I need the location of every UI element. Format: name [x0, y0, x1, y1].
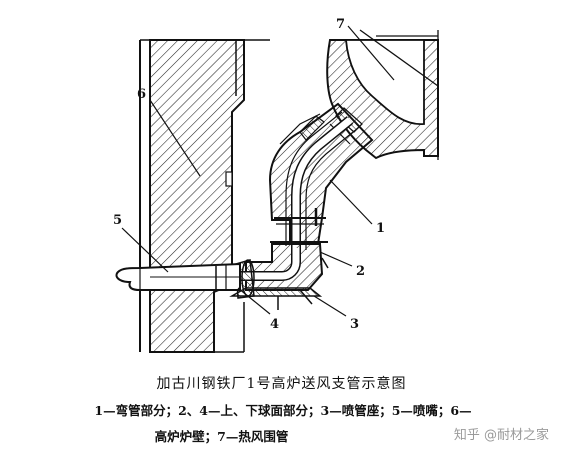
label-3: 3 [350, 317, 359, 332]
label-1: 1 [376, 221, 385, 236]
figure-legend-line-1: 1—弯管部分；2、4—上、下球面部分；3—喷管座；5—喷嘴；6— [94, 403, 472, 418]
figure-title: 加古川钢铁厂1号高炉送风支管示意图 [156, 376, 407, 392]
blowpipe-nozzle [115, 262, 241, 291]
label-7: 7 [336, 17, 345, 32]
label-2: 2 [356, 264, 365, 279]
label-4: 4 [270, 317, 279, 332]
furnace-wall [139, 39, 270, 353]
label-5: 5 [113, 213, 122, 228]
watermark: 知乎 @耐材之家 [453, 428, 549, 443]
bend-pipe [268, 102, 374, 250]
label-6: 6 [137, 87, 146, 102]
figure-legend-line-2: 高炉炉壁；7—热风围管 [154, 429, 289, 444]
leader-lines [121, 25, 395, 317]
upper-spherical-joint [240, 241, 329, 291]
